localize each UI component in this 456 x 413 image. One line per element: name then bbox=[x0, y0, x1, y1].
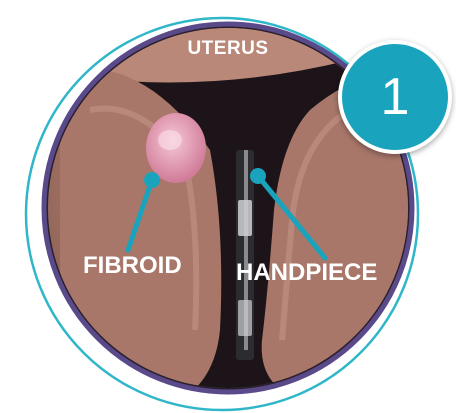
handpiece-label: HANDPIECE bbox=[236, 259, 377, 287]
step-badge: 1 bbox=[338, 40, 452, 154]
step-number: 1 bbox=[381, 71, 410, 123]
fibroid-label: FIBROID bbox=[83, 252, 182, 280]
